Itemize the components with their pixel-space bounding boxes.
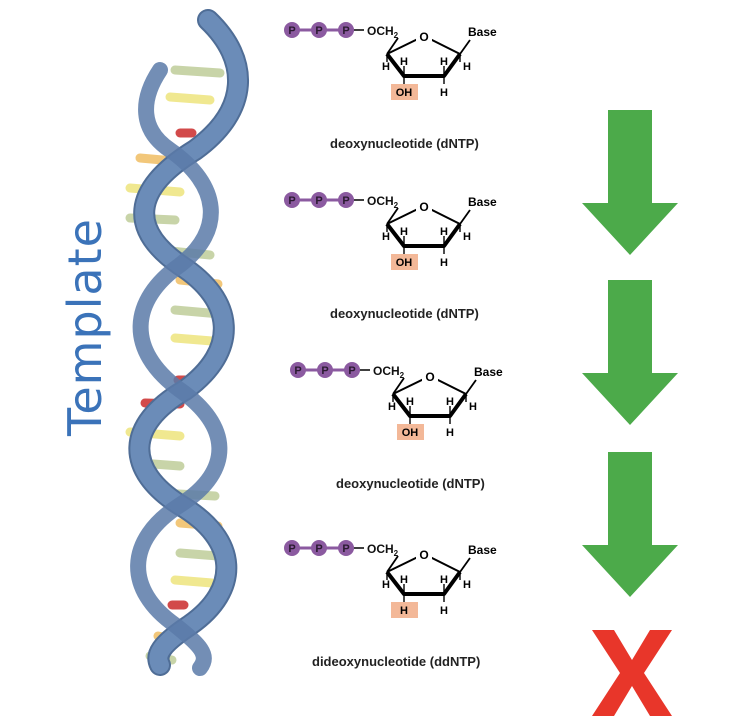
phosphate-icon [284,540,300,556]
svg-text:P: P [315,543,322,555]
svg-text:H: H [446,427,454,439]
oh-highlight [397,424,424,440]
dna-helix-icon [125,9,249,676]
svg-text:H: H [388,401,396,413]
svg-text:P: P [288,195,295,207]
nucleotide-structure: P P P OCH2 O Base H H H H OH [284,22,497,100]
svg-text:H: H [400,574,408,586]
svg-text:H: H [440,56,448,68]
svg-text:H: H [440,87,448,99]
svg-text:Base: Base [468,543,497,557]
nucleotide-caption: deoxynucleotide (dNTP) [336,476,485,491]
svg-text:H: H [463,61,471,73]
nucleotide-structure: P P P OCH2 O Base H H H H H H [284,540,497,618]
svg-text:OH: OH [396,87,413,99]
down-arrow-icon [582,110,678,255]
nucleotide-4: P P P OCH2 O Base H H H H H H [282,536,522,669]
svg-text:P: P [348,365,355,377]
svg-text:P: P [315,25,322,37]
nucleotide-2: P P P OCH2 O Base H H H H OH [282,188,522,321]
svg-text:Base: Base [474,365,503,379]
svg-text:OH: OH [396,257,413,269]
stop-x-icon [592,630,672,716]
nucleotide-3: P P P OCH2 O Base H H H H OH [288,358,528,491]
svg-text:P: P [288,25,295,37]
svg-text:H: H [400,226,408,238]
oh-highlight [391,84,418,100]
svg-text:OCH2: OCH2 [367,542,399,558]
phosphate-icon [311,540,327,556]
svg-text:H: H [382,61,390,73]
svg-text:Base: Base [468,195,497,209]
svg-text:H: H [400,56,408,68]
svg-text:O: O [419,30,428,44]
svg-text:H: H [382,579,390,591]
phosphate-icon [311,192,327,208]
svg-text:P: P [342,25,349,37]
nucleotide-caption: dideoxynucleotide (ddNTP) [312,654,481,669]
svg-text:H: H [469,401,477,413]
svg-text:OCH2: OCH2 [373,364,405,380]
svg-text:H: H [440,574,448,586]
phosphate-icon [338,192,354,208]
svg-text:P: P [315,195,322,207]
svg-text:H: H [382,231,390,243]
oh-highlight [391,254,418,270]
svg-text:P: P [342,543,349,555]
phosphate-icon [338,540,354,556]
svg-text:P: P [288,543,295,555]
svg-text:P: P [342,195,349,207]
down-arrow-icon [582,280,678,425]
svg-text:OCH2: OCH2 [367,24,399,40]
nucleotide-structure: P P P OCH2 O Base H H H H OH [290,362,503,440]
nucleotide-1: P P P OCH2 O Base H H H H OH [282,18,522,151]
phosphate-icon [317,362,333,378]
svg-text:OH: OH [402,427,419,439]
nucleotide-caption: deoxynucleotide (dNTP) [330,306,479,321]
down-arrow-icon [582,452,678,597]
svg-text:Base: Base [468,25,497,39]
svg-text:P: P [321,365,328,377]
svg-text:O: O [419,548,428,562]
nucleotide-caption: deoxynucleotide (dNTP) [330,136,479,151]
svg-text:O: O [425,370,434,384]
phosphate-icon [290,362,306,378]
phosphate-icon [284,192,300,208]
svg-text:H: H [440,226,448,238]
svg-text:H: H [406,396,414,408]
svg-text:H: H [463,579,471,591]
svg-text:H: H [440,257,448,269]
svg-text:O: O [419,200,428,214]
phosphate-icon [284,22,300,38]
phosphate-icon [344,362,360,378]
svg-text:P: P [294,365,301,377]
phosphate-icon [338,22,354,38]
svg-text:H: H [463,231,471,243]
nucleotide-structure: P P P OCH2 O Base H H H H OH [284,192,497,270]
svg-text:H: H [400,605,408,617]
phosphate-icon [311,22,327,38]
template-label: Template [58,218,112,436]
oh-highlight [391,602,418,618]
svg-text:H: H [440,605,448,617]
svg-text:OCH2: OCH2 [367,194,399,210]
svg-text:H: H [446,396,454,408]
